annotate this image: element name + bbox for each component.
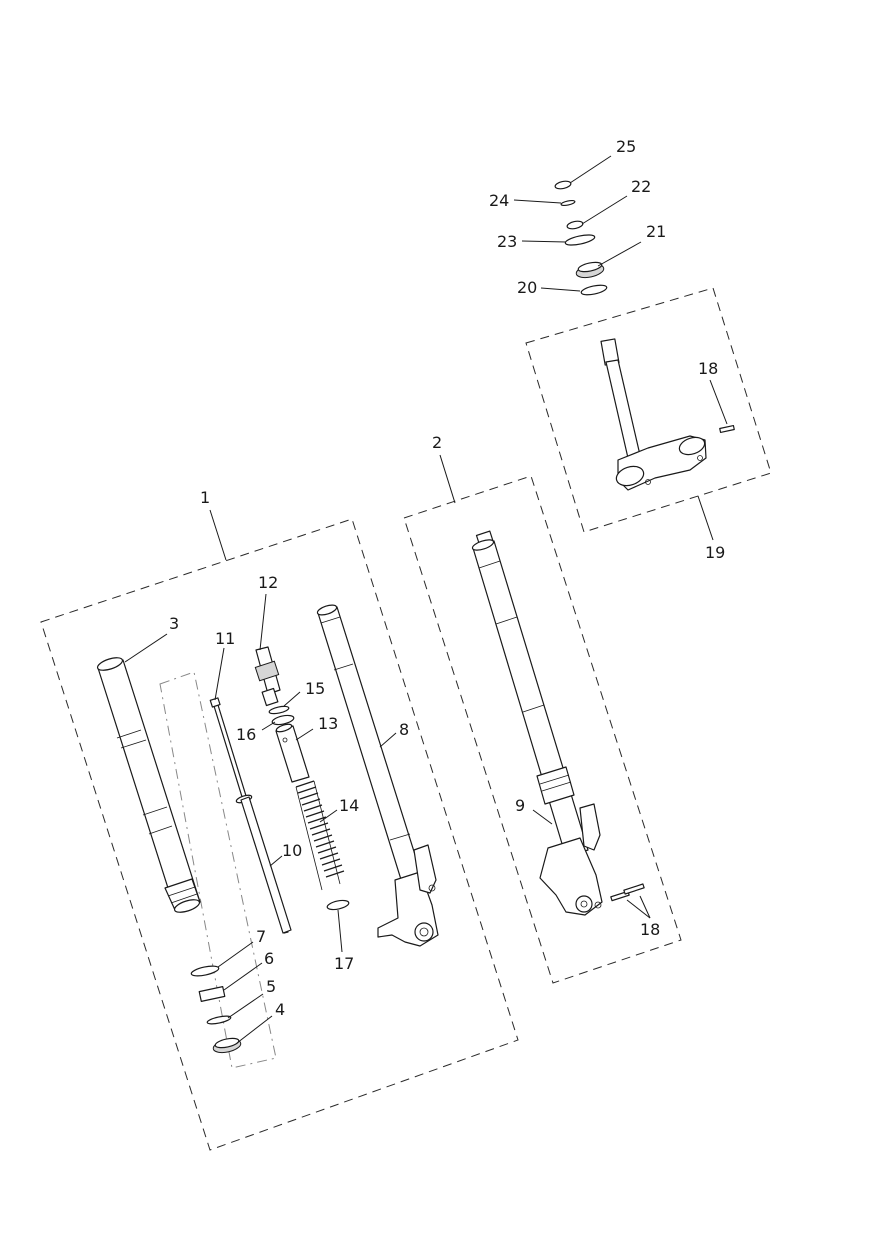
callout-11: 11 [215, 629, 235, 648]
group-boundary-right-fork [403, 475, 682, 984]
top-cap-adjuster [254, 646, 281, 707]
callout-24: 24 [489, 191, 509, 210]
callout-9: 9 [515, 796, 525, 815]
callout-6: 6 [264, 949, 274, 968]
callout-19: 19 [705, 543, 725, 562]
callout-17: 17 [334, 954, 354, 973]
callout-3: 3 [169, 614, 179, 633]
seal-stack [190, 965, 242, 1054]
washer-16 [271, 714, 295, 726]
outer-tube-left [96, 657, 201, 913]
circlip-7 [190, 965, 220, 977]
callout-5: 5 [266, 977, 276, 996]
pinch-bolts [610, 883, 645, 902]
ring-5 [206, 1015, 232, 1025]
callout-23: 23 [497, 232, 517, 251]
nut-22 [566, 220, 584, 230]
washer-20 [580, 284, 608, 296]
washer-15 [268, 705, 290, 715]
bushing-6 [198, 986, 226, 1002]
callout-8: 8 [399, 720, 409, 739]
bolt-18-yoke [719, 424, 735, 434]
fork-spring [295, 780, 345, 891]
damper-rod [209, 697, 292, 934]
callout-22: 22 [631, 177, 651, 196]
callout-20: 20 [517, 278, 537, 297]
group-boundary-inner-cartridge [159, 671, 277, 1069]
fork-assembly-right [471, 530, 603, 916]
group-boundary-yoke [525, 287, 772, 533]
inner-tube-left [316, 604, 439, 947]
washer-23 [564, 234, 596, 246]
callout-18-yoke: 18 [698, 359, 718, 378]
callout-labels: 1 2 3 4 5 6 7 8 9 10 11 12 13 14 15 16 1… [169, 137, 725, 1019]
lower-yoke [600, 338, 707, 491]
callout-10: 10 [282, 841, 302, 860]
bearing-21 [575, 261, 605, 279]
washer-17 [326, 899, 350, 911]
callout-21: 21 [646, 222, 666, 241]
callout-18-fork: 18 [640, 920, 660, 939]
callout-2: 2 [432, 433, 442, 452]
washer-24 [560, 199, 576, 207]
callout-4: 4 [275, 1000, 285, 1019]
callout-15: 15 [305, 679, 325, 698]
callout-1: 1 [200, 488, 210, 507]
group-boundary-left-fork [40, 518, 519, 1151]
callout-12: 12 [258, 573, 278, 592]
callout-16: 16 [236, 725, 256, 744]
callout-13: 13 [318, 714, 338, 733]
leader-lines [124, 155, 728, 1044]
spacer-tube [275, 723, 310, 783]
callout-14: 14 [339, 796, 359, 815]
callout-25: 25 [616, 137, 636, 156]
nut-25 [554, 180, 572, 190]
callout-7: 7 [256, 927, 266, 946]
